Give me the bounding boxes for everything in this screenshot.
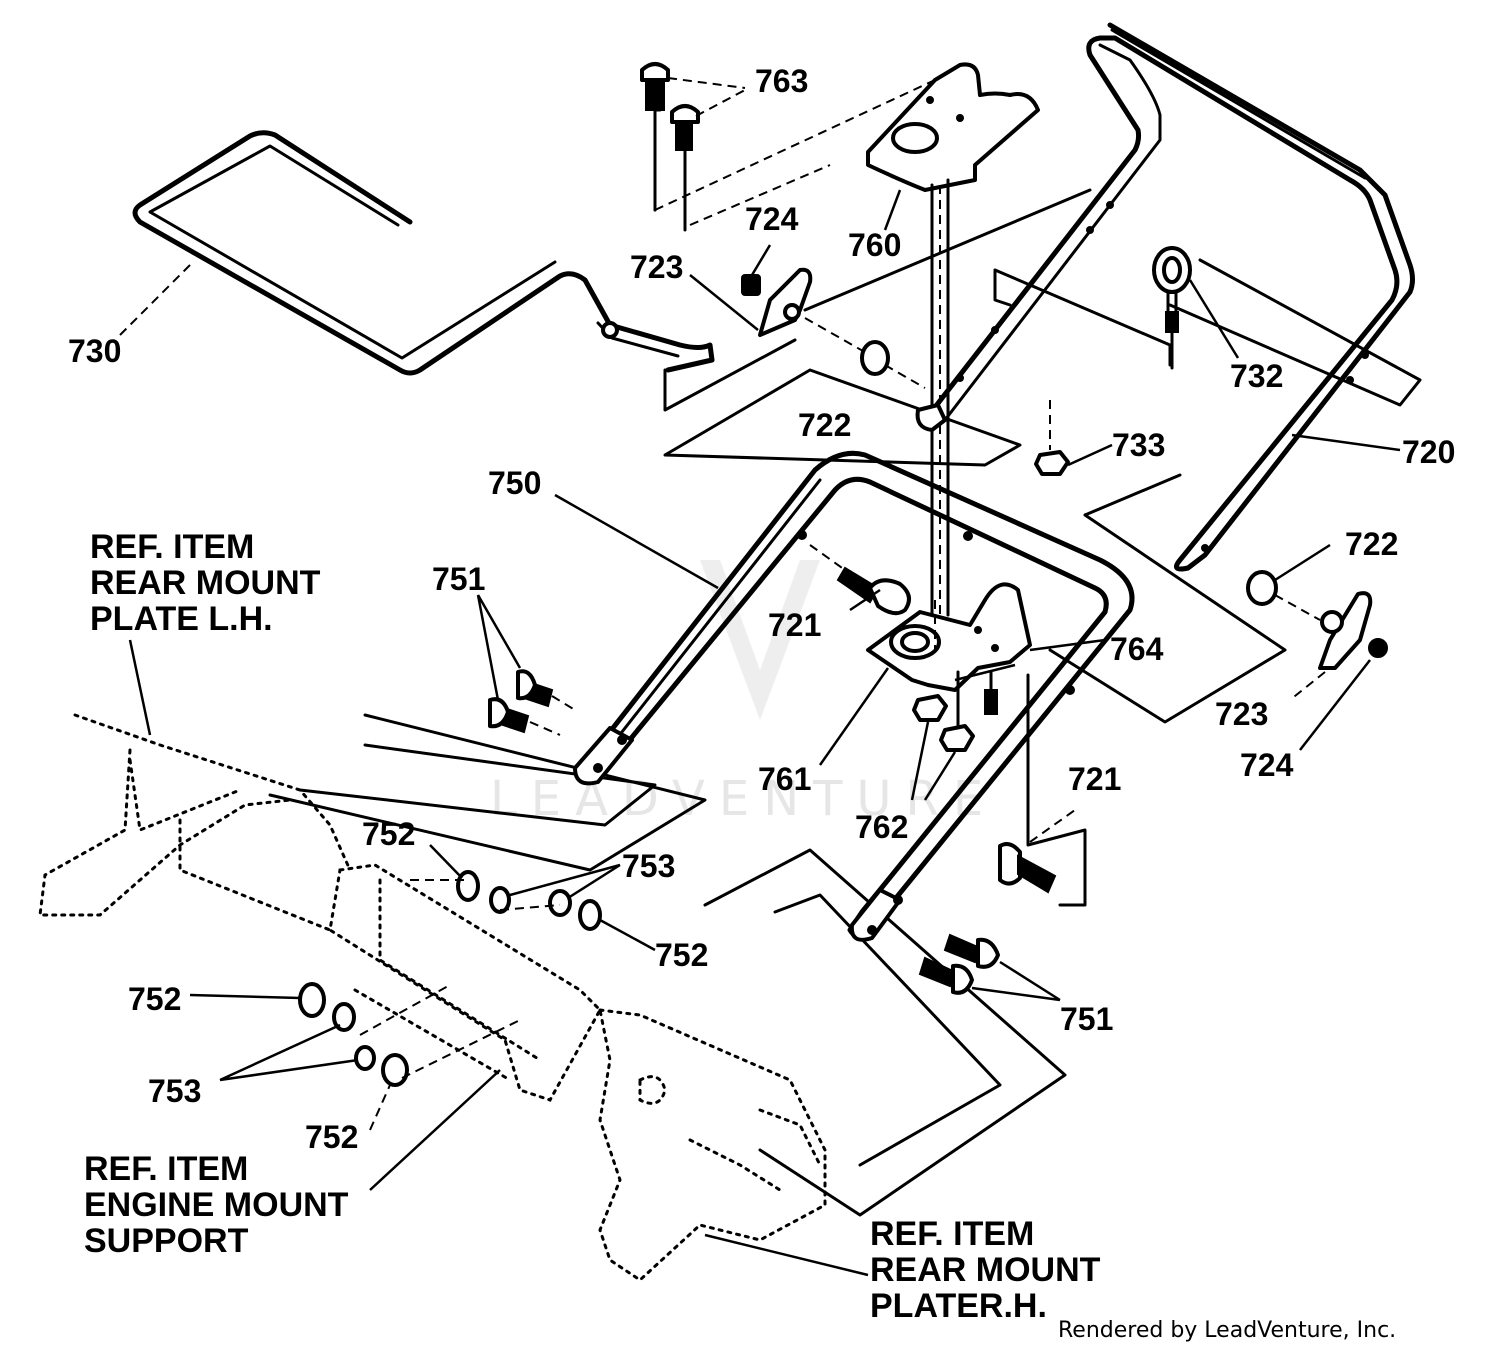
ref-rear-mount-lh: REF. ITEM REAR MOUNT PLATE L.H. [90, 528, 321, 638]
svg-text:REAR MOUNT: REAR MOUNT [90, 564, 321, 602]
part-720-handle [915, 22, 1415, 572]
callout-753-left: 753 [148, 1073, 201, 1109]
part-752-753-hardware [189, 844, 656, 1131]
callout-733: 733 [1112, 427, 1165, 463]
part-762-nuts [910, 670, 998, 801]
callout-721: 721 [768, 607, 821, 643]
callout-724: 724 [745, 201, 799, 237]
callout-722-lower: 722 [1345, 526, 1398, 562]
callout-720: 720 [1402, 434, 1455, 470]
callout-752-left: 752 [128, 981, 181, 1017]
callout-724-lower: 724 [1240, 747, 1294, 783]
callout-723: 723 [630, 249, 683, 285]
callout-721-lower: 721 [1068, 761, 1121, 797]
part-722-723-724-lower [1246, 543, 1388, 751]
svg-text:PLATE L.H.: PLATE L.H. [90, 600, 273, 638]
ref-rh-leader [704, 1233, 869, 1277]
callout-730: 730 [68, 333, 121, 369]
watermark-text: LEADVENTURE [490, 771, 997, 827]
ref-lh-leader [128, 639, 152, 736]
rod-pin-icon [601, 321, 619, 339]
callout-752-right: 752 [655, 937, 708, 973]
svg-text:PLATER.H.: PLATER.H. [870, 1287, 1047, 1325]
part-751-bolts [476, 594, 1061, 1002]
svg-text:ENGINE MOUNT: ENGINE MOUNT [84, 1186, 349, 1224]
callout-751: 751 [432, 561, 485, 597]
footer-credit: Rendered by LeadVenture, Inc. [1058, 1318, 1396, 1343]
callout-750: 750 [488, 465, 541, 501]
watermark: LEADVENTURE [490, 560, 997, 827]
reference-structures [38, 713, 827, 1282]
watermark-logo-icon [700, 560, 820, 720]
callout-764: 764 [1110, 631, 1164, 667]
ref-engine-leader [369, 1069, 501, 1191]
callout-762: 762 [855, 809, 908, 845]
callout-752-bottom: 752 [305, 1119, 358, 1155]
svg-text:SUPPORT: SUPPORT [84, 1222, 249, 1260]
ref-rear-mount-rh: REF. ITEM REAR MOUNT PLATER.H. [870, 1215, 1101, 1325]
callout-751-lower: 751 [1060, 1001, 1113, 1037]
part-724-723-upper [689, 244, 926, 389]
callout-753: 753 [622, 848, 675, 884]
callout-723-lower: 723 [1215, 696, 1268, 732]
callout-760: 760 [848, 227, 901, 263]
part-760-bracket [866, 62, 1040, 231]
callout-763: 763 [755, 63, 808, 99]
ref-engine-mount-support: REF. ITEM ENGINE MOUNT SUPPORT [84, 1150, 349, 1260]
part-750-handle [554, 450, 1135, 942]
svg-text:REF. ITEM: REF. ITEM [90, 528, 254, 566]
svg-text:REAR MOUNT: REAR MOUNT [870, 1251, 1101, 1289]
part-761-bracket [818, 582, 1106, 766]
svg-text:REF. ITEM: REF. ITEM [870, 1215, 1034, 1253]
svg-text:REF. ITEM: REF. ITEM [84, 1150, 248, 1188]
part-730-rod [119, 130, 797, 412]
part-732-eyebolt [1152, 246, 1240, 370]
part-763-screws [640, 62, 746, 232]
part-733-nut [1034, 400, 1113, 476]
callout-722: 722 [798, 407, 851, 443]
callout-752: 752 [362, 816, 415, 852]
vertical-shaft [930, 178, 950, 617]
callout-732: 732 [1230, 358, 1283, 394]
callout-761: 761 [758, 761, 811, 797]
callout-labels: 763 760 724 723 730 732 722 733 720 750 … [68, 63, 1455, 1155]
part-721-bolts [809, 544, 1076, 894]
reference-planes [268, 79, 1422, 1217]
